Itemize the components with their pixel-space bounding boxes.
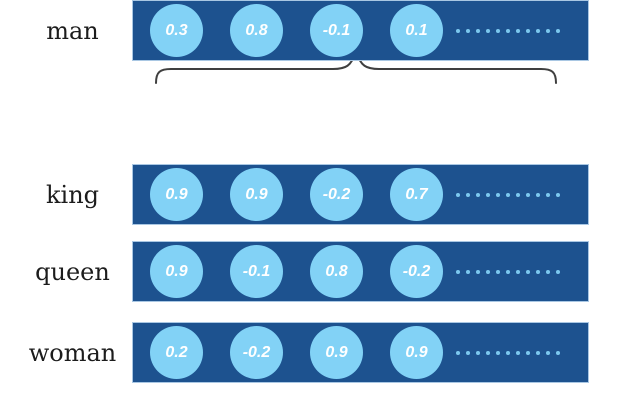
word-label: king — [45, 180, 100, 209]
ellipsis-dot — [486, 269, 490, 274]
ellipsis-dot — [516, 269, 520, 274]
ellipsis-dot — [536, 269, 540, 274]
ellipsis-dot — [546, 350, 550, 355]
embedding-value: -0.1 — [310, 4, 363, 57]
ellipsis-dot — [536, 350, 540, 355]
embedding-value: 0.8 — [230, 4, 283, 57]
embedding-vector-bar: 0.9 0.9 -0.2 0.7 — [132, 164, 589, 225]
ellipsis-dot — [546, 192, 550, 197]
ellipsis-dot — [466, 28, 470, 33]
ellipsis-dot — [496, 350, 500, 355]
ellipsis-dot — [486, 28, 490, 33]
embedding-value: 0.3 — [150, 4, 203, 57]
embedding-value: -0.1 — [230, 245, 283, 298]
embedding-value: 0.9 — [390, 326, 443, 379]
ellipsis-dot — [506, 192, 510, 197]
embedding-value: -0.2 — [390, 245, 443, 298]
ellipsis-dot — [556, 350, 560, 355]
ellipsis-dots-icon — [456, 350, 560, 355]
embedding-value: 0.9 — [150, 168, 203, 221]
embedding-row-king: king 0.9 0.9 -0.2 0.7 — [0, 164, 637, 225]
embedding-row-man: man 0.3 0.8 -0.1 0.1 — [0, 0, 637, 61]
ellipsis-dot — [506, 269, 510, 274]
embedding-row-queen: queen 0.9 -0.1 0.8 -0.2 — [0, 241, 637, 302]
ellipsis-dot — [526, 269, 530, 274]
ellipsis-dot — [506, 350, 510, 355]
embedding-row-woman: woman 0.2 -0.2 0.9 0.9 — [0, 322, 637, 383]
ellipsis-dot — [506, 28, 510, 33]
embedding-vector-bar: 0.2 -0.2 0.9 0.9 — [132, 322, 589, 383]
word-label: man — [46, 16, 99, 45]
ellipsis-dot — [466, 269, 470, 274]
embedding-value: 0.2 — [150, 326, 203, 379]
embedding-vector-bar: 0.9 -0.1 0.8 -0.2 — [132, 241, 589, 302]
ellipsis-dot — [486, 192, 490, 197]
ellipsis-dot — [526, 192, 530, 197]
ellipsis-dot — [466, 192, 470, 197]
ellipsis-dot — [496, 28, 500, 33]
embedding-value: 0.8 — [310, 245, 363, 298]
ellipsis-dots-icon — [456, 269, 560, 274]
embedding-value: 0.7 — [390, 168, 443, 221]
ellipsis-dot — [486, 350, 490, 355]
embedding-value: 0.9 — [310, 326, 363, 379]
word-label: queen — [35, 257, 110, 286]
ellipsis-dot — [546, 269, 550, 274]
ellipsis-dot — [556, 28, 560, 33]
ellipsis-dot — [476, 28, 480, 33]
ellipsis-dot — [516, 28, 520, 33]
ellipsis-dot — [556, 192, 560, 197]
ellipsis-dot — [456, 269, 460, 274]
ellipsis-dot — [476, 192, 480, 197]
ellipsis-dot — [496, 269, 500, 274]
ellipsis-dot — [546, 28, 550, 33]
ellipsis-dots-icon — [456, 28, 560, 33]
embedding-value: 0.9 — [150, 245, 203, 298]
ellipsis-dot — [526, 28, 530, 33]
ellipsis-dot — [516, 350, 520, 355]
ellipsis-dots-icon — [456, 192, 560, 197]
ellipsis-dot — [476, 350, 480, 355]
ellipsis-dot — [516, 192, 520, 197]
ellipsis-dot — [536, 192, 540, 197]
embedding-value: 0.1 — [390, 4, 443, 57]
ellipsis-dot — [496, 192, 500, 197]
embedding-vector-bar: 0.3 0.8 -0.1 0.1 — [132, 0, 589, 61]
embedding-value: 0.9 — [230, 168, 283, 221]
embedding-value: -0.2 — [230, 326, 283, 379]
word-label: woman — [28, 338, 117, 367]
ellipsis-dot — [456, 28, 460, 33]
embedding-value: -0.2 — [310, 168, 363, 221]
ellipsis-dot — [466, 350, 470, 355]
ellipsis-dot — [536, 28, 540, 33]
ellipsis-dot — [456, 350, 460, 355]
ellipsis-dot — [456, 192, 460, 197]
ellipsis-dot — [556, 269, 560, 274]
ellipsis-dot — [526, 350, 530, 355]
ellipsis-dot — [476, 269, 480, 274]
